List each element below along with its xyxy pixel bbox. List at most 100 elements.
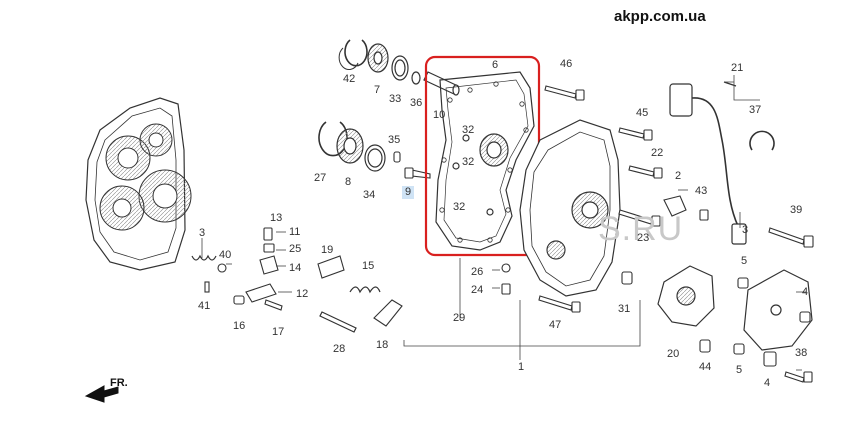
wiring-harness-21 (669, 81, 747, 245)
spring-25 (263, 243, 275, 253)
part-number-4-b: 4 (763, 377, 771, 389)
part-number-38: 38 (795, 347, 808, 359)
pin-11 (263, 227, 273, 241)
part-number-27: 27 (314, 172, 327, 184)
leader-lines (201, 75, 806, 371)
pipe-10 (423, 71, 460, 96)
bolt-31 (621, 271, 633, 285)
part-number-11: 11 (289, 226, 301, 238)
part-number-33: 33 (389, 93, 402, 105)
bolt-44 (699, 339, 711, 353)
part-number-23: 23 (637, 232, 650, 244)
bolt-9 (404, 167, 431, 179)
bracket-2 (663, 195, 687, 217)
part-number-32-a: 32 (462, 124, 475, 136)
part-number-18: 18 (376, 339, 389, 351)
part-number-40: 40 (219, 249, 232, 261)
bolt-45 (618, 127, 653, 141)
part-number-34: 34 (363, 189, 376, 201)
bolt-39 (768, 227, 814, 248)
part-number-31: 31 (618, 303, 631, 315)
part-number-36: 36 (410, 97, 423, 109)
part-number-37: 37 (749, 104, 762, 116)
part-number-2: 2 (674, 170, 682, 182)
washer-40 (217, 263, 227, 273)
part-number-10: 10 (433, 109, 446, 121)
part-number-24: 24 (471, 284, 484, 296)
ring-36 (411, 71, 421, 85)
part-number-28: 28 (333, 343, 346, 355)
part-number-1: 1 (517, 361, 525, 373)
part-number-3-b: 3 (741, 224, 749, 236)
seal-34 (364, 144, 386, 172)
part-number-25: 25 (289, 243, 302, 255)
part-number-8: 8 (344, 176, 352, 188)
part-number-35: 35 (388, 134, 401, 146)
snap-ring-42 (338, 39, 368, 70)
bearing-7 (367, 43, 389, 73)
part-number-43: 43 (695, 185, 708, 197)
part-number-44: 44 (699, 361, 712, 373)
part-number-5-a: 5 (740, 255, 748, 267)
bolt-5b (733, 343, 745, 355)
bearing-8 (336, 128, 364, 164)
bolt-4b (763, 351, 777, 367)
bolt-47 (538, 295, 581, 313)
bolt-38 (784, 371, 813, 383)
part-number-26: 26 (471, 266, 484, 278)
detent-18 (373, 299, 403, 327)
part-number-47: 47 (549, 319, 562, 331)
bolt-43 (699, 209, 709, 221)
part-number-45: 45 (636, 107, 649, 119)
transmission-case-right (519, 119, 621, 297)
gear-cluster (99, 123, 192, 231)
seal-26 (501, 263, 511, 273)
part-number-19: 19 (321, 244, 334, 256)
part-number-21: 21 (731, 62, 744, 74)
part-number-5-b: 5 (735, 364, 743, 376)
watermark: S.RU (598, 210, 684, 248)
spring-15 (349, 286, 381, 294)
bolt-5a (737, 277, 749, 289)
part-number-4-a: 4 (801, 286, 809, 298)
front-arrow-icon (84, 385, 119, 403)
part-number-17: 17 (272, 326, 285, 338)
gasket-6 (435, 71, 535, 251)
part-number-6: 6 (491, 59, 499, 71)
part-number-42: 42 (343, 73, 356, 85)
shift-sensor-20 (657, 265, 715, 327)
bushing-16 (233, 295, 245, 305)
spring-13 (191, 254, 217, 261)
lever-14 (259, 255, 279, 275)
dowel-35 (393, 151, 401, 163)
bolt-46 (544, 85, 585, 101)
part-number-13: 13 (270, 212, 283, 224)
part-number-12: 12 (296, 288, 309, 300)
part-number-29: 29 (453, 312, 466, 324)
part-number-14: 14 (289, 262, 302, 274)
cover-plate (743, 269, 813, 351)
bolt-24 (501, 283, 511, 295)
part-number-32-b: 32 (462, 156, 475, 168)
bolt-4a (799, 311, 811, 323)
sleeve-19 (317, 255, 345, 279)
part-number-41: 41 (198, 300, 211, 312)
front-arrow-label: FR. (110, 377, 128, 389)
bolt-22 (628, 165, 663, 179)
part-number-22: 22 (651, 147, 664, 159)
part-number-16: 16 (233, 320, 246, 332)
seal-33 (391, 55, 409, 81)
part-number-32-c: 32 (453, 201, 466, 213)
bolt-23 (618, 209, 661, 227)
clip-37 (749, 130, 775, 151)
part-number-3-a: 3 (198, 227, 206, 239)
part-number-15: 15 (362, 260, 375, 272)
shaft-28 (319, 311, 357, 333)
bolt-17 (264, 299, 283, 311)
pin-41 (204, 281, 210, 293)
part-number-39: 39 (790, 204, 803, 216)
part-number-7: 7 (373, 84, 381, 96)
part-number-46: 46 (560, 58, 573, 70)
